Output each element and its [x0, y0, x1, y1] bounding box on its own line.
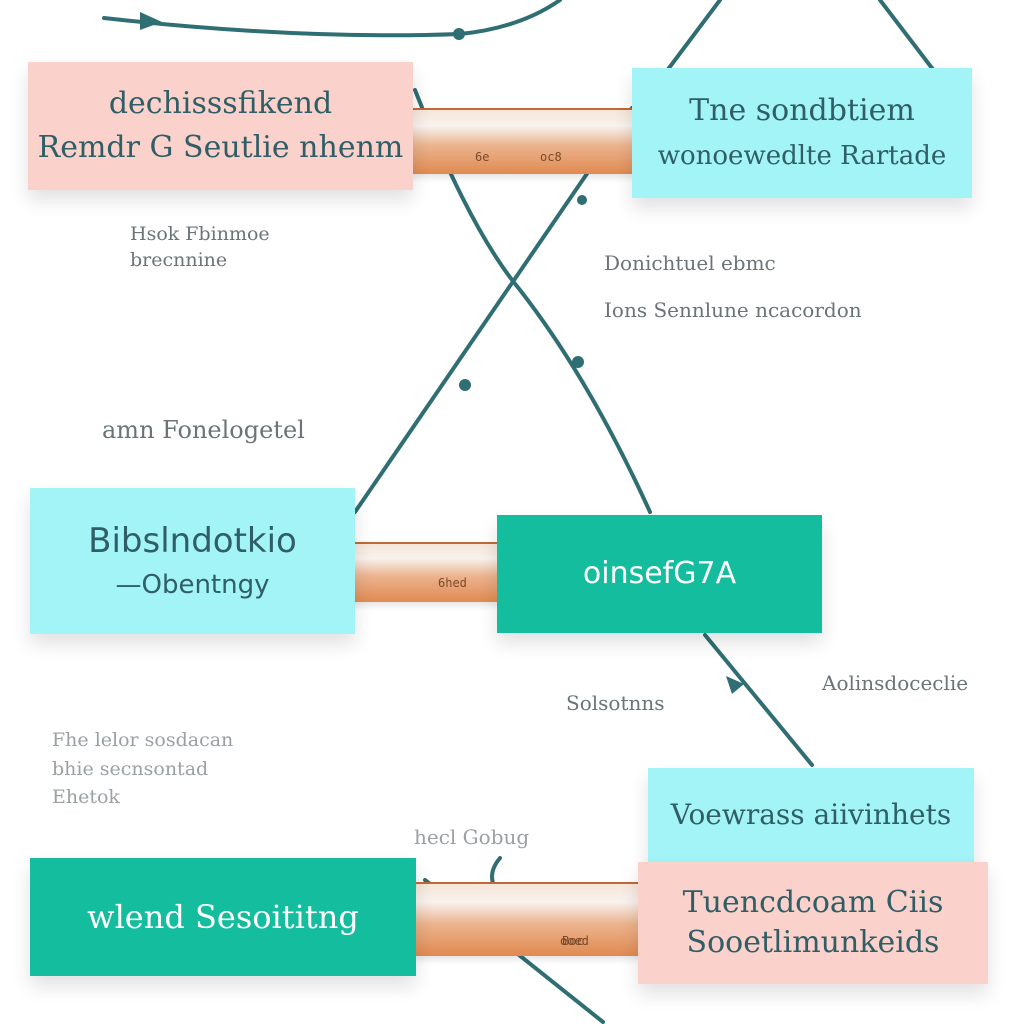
note-6: Aolinsdoceclie — [822, 670, 968, 697]
note-line: Aolinsdoceclie — [822, 671, 969, 695]
note-line: Fhe lelor sosdacan — [52, 729, 234, 751]
box-top-left[interactable]: dechisssfikend Remdr G Seutlie nhenm — [28, 62, 413, 190]
note-line: Donichtuel ebmc — [604, 251, 776, 275]
arrowhead-lower — [726, 676, 744, 694]
box-middle-left-title: Bibslndotkio — [88, 520, 297, 561]
connector-dot — [453, 28, 465, 40]
box-top-left-subtitle: Remdr G Seutlie nhenm — [37, 130, 404, 165]
connector-dot — [577, 195, 587, 205]
connector-mid-right-to-bottom-right — [703, 633, 814, 767]
note-1: Hsok Fbinmoe brecnnine — [130, 222, 270, 273]
arrowhead-top — [140, 12, 162, 30]
bar-label: Boc — [562, 934, 584, 948]
note-line: bhie secnsontad — [52, 757, 209, 780]
note-line: Ions Sennlune ncacordon — [604, 298, 862, 322]
box-middle-right-title: oinsefG7A — [582, 555, 737, 591]
note-line: hecl Gobug — [414, 825, 530, 849]
connector-bar-bottom: Boc — [412, 882, 642, 956]
note-line: Hsok Fbinmoe — [130, 223, 270, 245]
note-line: amn Fonelogetel — [102, 416, 305, 444]
connector-bar-top: 6e oc8 — [405, 108, 637, 174]
bar-label: 6hed — [438, 576, 467, 590]
connector-bar-middle: 6hed — [350, 542, 500, 602]
box-top-right-subtitle: wonoewedlte Rartade — [657, 141, 947, 172]
connector-dot — [572, 356, 584, 368]
box-bottom-left[interactable]: wlend Sesoititng — [30, 858, 416, 976]
bar-label: 6e — [475, 150, 490, 164]
box-middle-left-subtitle: —Obentngy — [115, 569, 270, 600]
box-bottom-right[interactable]: Tuencdcoam Ciis Sooetlimunkeids — [638, 862, 988, 984]
note-3: Ions Sennlune ncacordon — [604, 297, 862, 324]
note-line: Solsotnns — [566, 691, 665, 715]
note-7: Fhe lelor sosdacan bhie secnsontad Eheto… — [52, 726, 233, 812]
note-5: Solsotnns — [566, 690, 665, 717]
top-arrow-line — [102, 0, 562, 38]
note-line: Ehetok — [52, 786, 120, 808]
box-middle-right[interactable]: oinsefG7A — [497, 515, 822, 633]
box-small-label: ooed — [560, 934, 589, 948]
connector-top-fan-right — [878, 0, 940, 78]
connector-top-fan-left — [658, 0, 722, 82]
note-8: hecl Gobug — [414, 824, 529, 851]
box-top-left-title: dechisssfikend — [108, 85, 333, 121]
note-line: brecnnine — [130, 248, 228, 271]
bar-label: oc8 — [540, 150, 562, 164]
note-4: amn Fonelogetel — [102, 414, 305, 446]
box-bottom-right-upper[interactable]: Voewrass aiivinhets — [648, 768, 974, 862]
box-top-right[interactable]: Tne sondbtiem wonoewedlte Rartade — [632, 68, 972, 198]
connector-top-right-to-mid-left — [353, 106, 634, 514]
box-bottom-left-title: wlend Sesoititng — [87, 897, 359, 936]
box-bottom-right-upper-title: Voewrass aiivinhets — [670, 797, 952, 831]
connector-dot — [459, 379, 471, 391]
box-bottom-right-title: Tuencdcoam Ciis — [682, 884, 944, 920]
note-2: Donichtuel ebmc — [604, 250, 776, 277]
box-bottom-right-subtitle: Sooetlimunkeids — [686, 925, 940, 960]
box-middle-left[interactable]: Bibslndotkio —Obentngy — [30, 488, 355, 634]
box-top-right-title: Tne sondbtiem — [689, 92, 915, 128]
